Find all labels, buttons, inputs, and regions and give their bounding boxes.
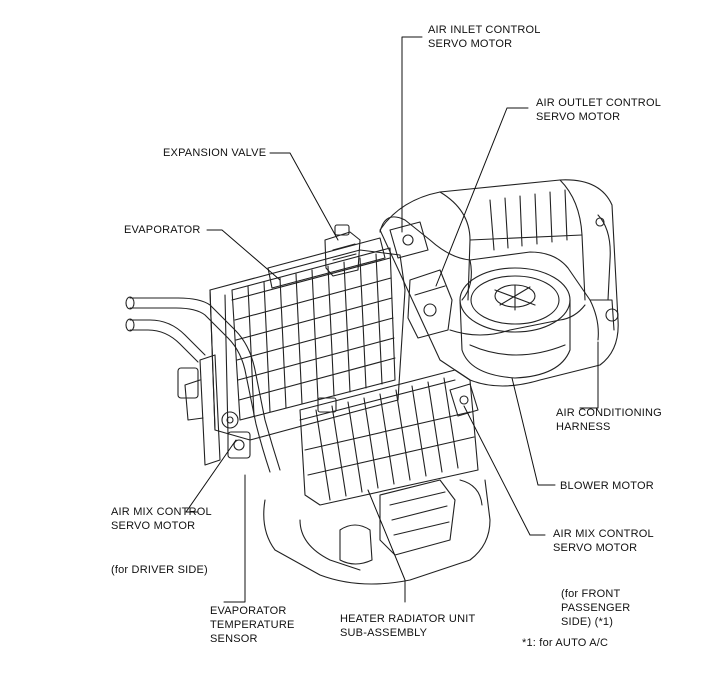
refrigerant-pipes	[125, 296, 281, 473]
label-footnote-auto-ac: *1: for AUTO A/C	[522, 637, 609, 649]
label-heater-radiator-unit-sub-assembly: HEATER RADIATOR UNIT SUB-ASSEMBLY	[340, 613, 476, 639]
leader-blower-motor	[511, 377, 556, 486]
right-air-mix-servo-shape	[449, 383, 479, 417]
label-blower-motor: BLOWER MOTOR	[560, 480, 654, 492]
leader-expansion-valve	[269, 152, 339, 241]
servo-motors	[389, 221, 453, 339]
label-air-mix-control-servo-motor-right: AIR MIX CONTROL SERVO MOTOR	[553, 528, 654, 554]
heater-radiator-shape	[299, 369, 479, 506]
blower-housing	[379, 179, 619, 387]
label-air-outlet-control-servo-motor: AIR OUTLET CONTROL SERVO MOTOR	[536, 97, 662, 123]
label-evaporator-temperature-sensor: EVAPORATOR TEMPERATURE SENSOR	[210, 605, 295, 645]
leader-air-mix-right	[463, 405, 546, 536]
leader-air-outlet	[435, 107, 529, 287]
leader-heater-radiator	[367, 489, 406, 603]
left-air-mix-servo-shape	[227, 431, 251, 459]
main-case	[177, 249, 406, 466]
evaporator-core	[231, 237, 396, 421]
label-for-driver-side: (for DRIVER SIDE)	[111, 564, 208, 576]
label-expansion-valve: EXPANSION VALVE	[163, 147, 267, 159]
label-for-front-passenger-side: (for FRONT PASSENGER SIDE) (*1)	[561, 588, 631, 628]
leader-air-mix-left	[185, 439, 237, 513]
leader-air-inlet	[401, 36, 423, 233]
label-air-mix-control-servo-motor-left: AIR MIX CONTROL SERVO MOTOR	[111, 506, 212, 532]
label-air-conditioning-harness: AIR CONDITIONING HARNESS	[556, 407, 662, 433]
leader-evaporator-temp	[223, 474, 246, 603]
leader-lines	[185, 36, 599, 603]
label-evaporator: EVAPORATOR	[124, 224, 201, 236]
lower-duct	[263, 479, 491, 585]
expansion-valve-shape	[324, 224, 361, 277]
leader-evaporator	[206, 229, 281, 281]
leader-air-conditioning-harness	[579, 341, 599, 409]
blower-motor-shape	[459, 267, 571, 379]
wire-harness	[379, 216, 599, 341]
label-air-inlet-control-servo-motor: AIR INLET CONTROL SERVO MOTOR	[428, 24, 541, 50]
